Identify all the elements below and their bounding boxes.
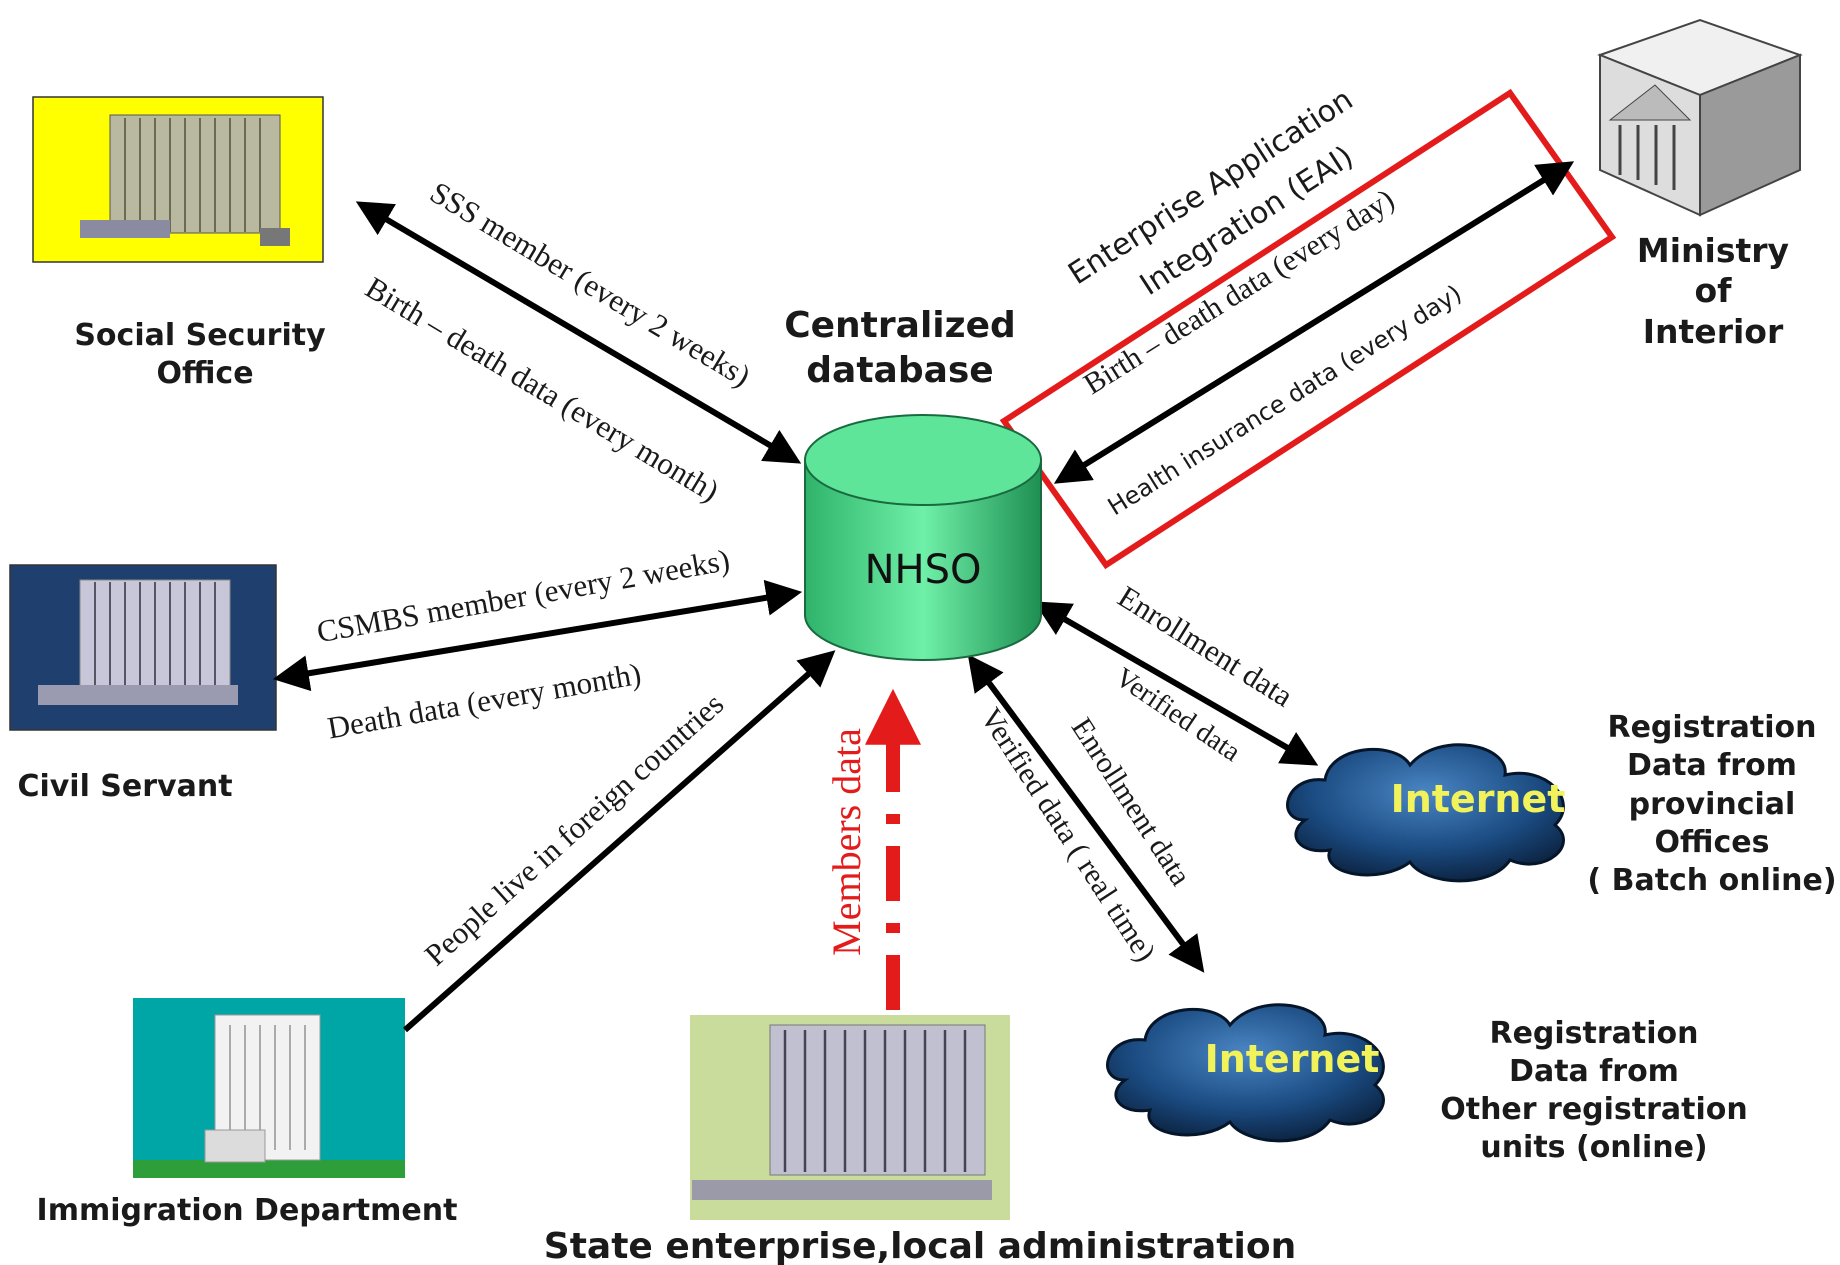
state-enterprise-building-icon xyxy=(690,1015,1010,1220)
provincial-label-line3: provincial xyxy=(1629,787,1796,822)
edge-label-members-data: Members data xyxy=(824,728,869,956)
internet-label-upper: Internet xyxy=(1391,777,1566,821)
ministry-label-line3: Interior xyxy=(1643,312,1784,351)
arrow-ministry-nhso xyxy=(1053,161,1575,484)
provincial-label-line5: ( Batch online) xyxy=(1587,863,1836,898)
immigration-label: Immigration Department xyxy=(37,1193,458,1228)
ministry-label-line2: of xyxy=(1694,271,1732,310)
ministry-building-icon xyxy=(1597,18,1803,217)
state-enterprise-label: State enterprise,local administration xyxy=(544,1226,1296,1265)
provincial-label-line1: Registration xyxy=(1607,710,1816,745)
provincial-label-line2: Data from xyxy=(1627,748,1797,783)
provincial-label-line4: Offices xyxy=(1655,825,1770,860)
nhso-label: NHSO xyxy=(865,547,982,593)
other-units-label-line4: units (online) xyxy=(1480,1130,1707,1165)
internet-cloud-lower-icon xyxy=(1106,1003,1385,1143)
other-units-label-line1: Registration xyxy=(1489,1016,1698,1051)
social-security-building-icon xyxy=(32,96,324,263)
arrow-immigration-nhso xyxy=(403,650,836,1033)
arrow-nhso-internet-lower xyxy=(967,654,1205,973)
internet-cloud-upper-icon xyxy=(1286,743,1565,883)
edge-label-health-insurance: Health insurance data (every day) xyxy=(1103,279,1467,521)
centralized-title-line1: Centralized xyxy=(784,305,1016,346)
edge-label-csmbs-member: CSMBS member (every 2 weeks) xyxy=(314,542,732,649)
edge-label-people-foreign: People live in foreign countries xyxy=(418,686,731,972)
nhso-database-icon xyxy=(804,414,1042,661)
immigration-building-icon xyxy=(133,998,405,1178)
other-units-label-line3: Other registration xyxy=(1440,1092,1748,1127)
social-security-label-line1: Social Security xyxy=(74,318,326,353)
arrow-csmbs-nhso xyxy=(272,579,803,692)
ministry-label-line1: Ministry xyxy=(1637,231,1789,270)
civil-servant-label: Civil Servant xyxy=(17,769,232,804)
centralized-title-line2: database xyxy=(806,350,993,391)
edge-label-death-month: Death data (every month) xyxy=(325,656,644,746)
civil-servant-building-icon xyxy=(9,564,277,731)
arrow-sss-nhso xyxy=(355,201,802,464)
internet-label-lower: Internet xyxy=(1205,1037,1380,1081)
other-units-label-line2: Data from xyxy=(1509,1054,1679,1089)
social-security-label-line2: Office xyxy=(156,356,253,391)
